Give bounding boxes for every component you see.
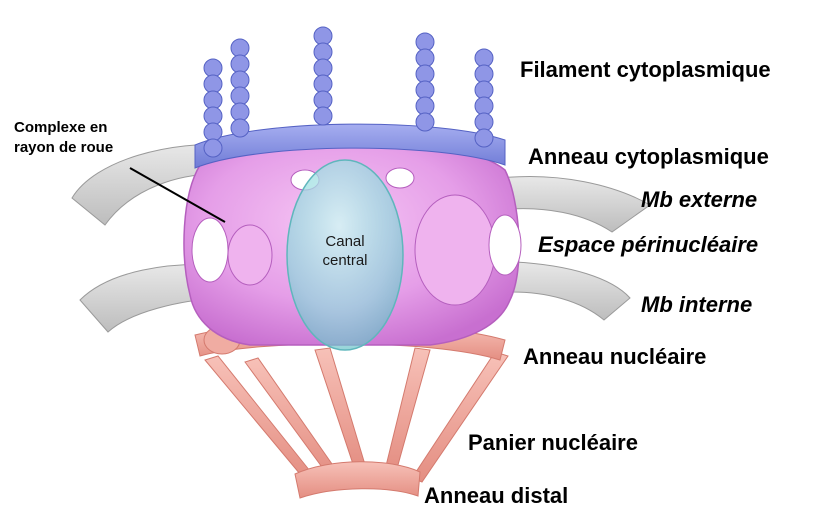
label-complexe-line1: Complexe en [14, 118, 113, 138]
distal-ring [295, 462, 420, 498]
label-mb-externe: Mb externe [641, 187, 757, 213]
filament-1 [204, 59, 222, 157]
label-espace-perinucleaire: Espace périnucléaire [538, 232, 758, 258]
filament-3 [314, 27, 332, 125]
outer-membrane-right [498, 177, 650, 232]
label-mb-interne: Mb interne [641, 292, 752, 318]
filament-4 [416, 33, 434, 131]
label-filament-cytoplasmique: Filament cytoplasmique [520, 57, 771, 83]
label-canal-central: Canal central [310, 232, 380, 270]
filament-5 [475, 49, 493, 147]
label-anneau-nucleaire: Anneau nucléaire [523, 344, 706, 370]
label-anneau-distal: Anneau distal [424, 483, 568, 509]
label-panier-nucleaire: Panier nucléaire [468, 430, 638, 456]
label-complexe-line2: rayon de roue [14, 138, 113, 158]
inner-membrane-right [512, 262, 630, 320]
label-canal-line1: Canal [310, 232, 380, 251]
filament-2 [231, 39, 249, 137]
label-canal-line2: central [310, 251, 380, 270]
label-complexe-en-rayon-de-roue: Complexe en rayon de roue [14, 118, 113, 158]
label-anneau-cytoplasmique: Anneau cytoplasmique [528, 144, 769, 170]
